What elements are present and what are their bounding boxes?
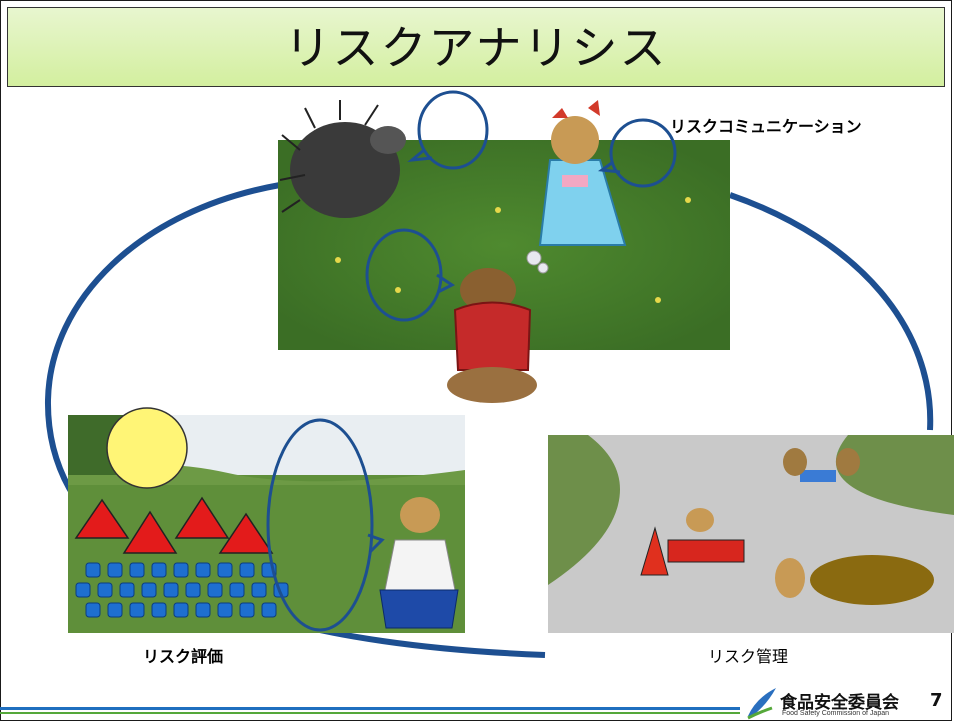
triangle-icon [122, 510, 178, 554]
logo-name: 食品安全委員会 [780, 693, 899, 713]
label-risk-communication: リスクコミュニケーション [670, 117, 862, 136]
speech-bubble-icon [417, 90, 489, 170]
triangle-icon [174, 496, 230, 539]
triangle-icon [218, 512, 274, 554]
label-risk-assessment: リスク評価 [143, 647, 224, 666]
footer-rule-green [0, 712, 740, 714]
label-risk-management: リスク管理 [708, 647, 789, 666]
fsc-logo: 食品安全委員会 Food Safety Commission of Japan [746, 686, 921, 722]
fsc-logo-icon [747, 688, 776, 720]
title-bar: リスクアナリシス [7, 7, 945, 87]
speech-bubble-icon [609, 118, 677, 188]
slide-title: リスクアナリシス [284, 21, 668, 75]
traffic-cone-icon [640, 526, 669, 576]
barrier-icon [667, 539, 745, 563]
logo-subtitle: Food Safety Commission of Japan [782, 710, 889, 717]
triangle-icon [74, 498, 130, 539]
page-number: 7 [930, 690, 943, 711]
sun-icon [106, 407, 188, 489]
footer-rule-blue [0, 707, 740, 710]
speech-bubble-icon [266, 418, 374, 632]
speech-bubble-icon [365, 228, 443, 322]
